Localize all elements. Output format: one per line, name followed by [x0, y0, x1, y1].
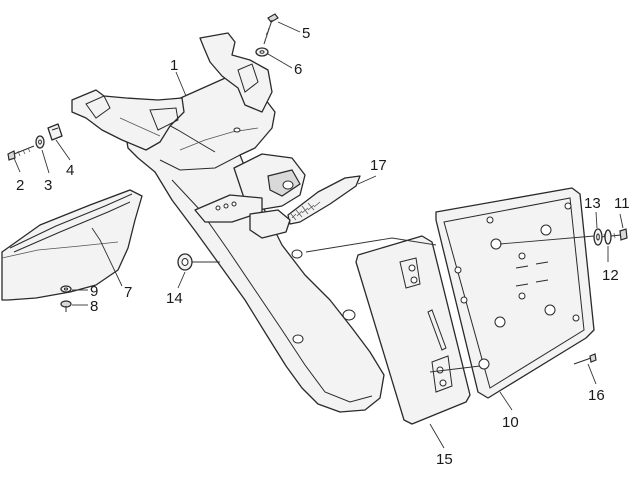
callout-14: 14 [166, 290, 183, 307]
clip-4 [47, 123, 63, 141]
callout-6: 6 [294, 61, 302, 78]
screw-11 [599, 228, 628, 241]
screw-2 [7, 145, 35, 161]
side-cover [1, 189, 143, 301]
reflector-17 [287, 175, 361, 225]
washer-6 [255, 47, 269, 57]
license-light [194, 153, 306, 239]
callout-5: 5 [302, 25, 310, 42]
grommet-14 [177, 253, 193, 271]
washer-12 [604, 229, 612, 245]
callout-3: 3 [44, 177, 52, 194]
callout-16: 16 [588, 387, 605, 404]
callout-12: 12 [602, 267, 619, 284]
washer-9 [60, 285, 72, 293]
screw-16 [573, 353, 597, 365]
callout-2: 2 [16, 177, 24, 194]
callout-11: 11 [614, 195, 630, 212]
callout-9: 9 [90, 283, 98, 300]
screw-5 [263, 13, 279, 45]
callout-7: 7 [124, 284, 132, 301]
callout-labels: 1 2 3 4 5 6 7 8 9 10 11 12 13 14 15 16 1… [16, 25, 630, 468]
callout-8: 8 [90, 298, 98, 315]
rear-mudguard [125, 74, 385, 413]
callout-10: 10 [502, 414, 519, 431]
fender-upper-bracket [71, 32, 273, 151]
screw-8 [60, 300, 72, 312]
callout-17: 17 [370, 157, 387, 174]
callout-15: 15 [436, 451, 453, 468]
callout-4: 4 [66, 162, 74, 179]
leader-lines [13, 21, 624, 449]
washer-13 [593, 228, 603, 246]
plate-gasket-15 [355, 235, 471, 425]
callout-13: 13 [584, 195, 601, 212]
license-plate-holder-10 [435, 187, 595, 399]
callout-1: 1 [170, 57, 178, 74]
washer-3 [35, 135, 45, 149]
